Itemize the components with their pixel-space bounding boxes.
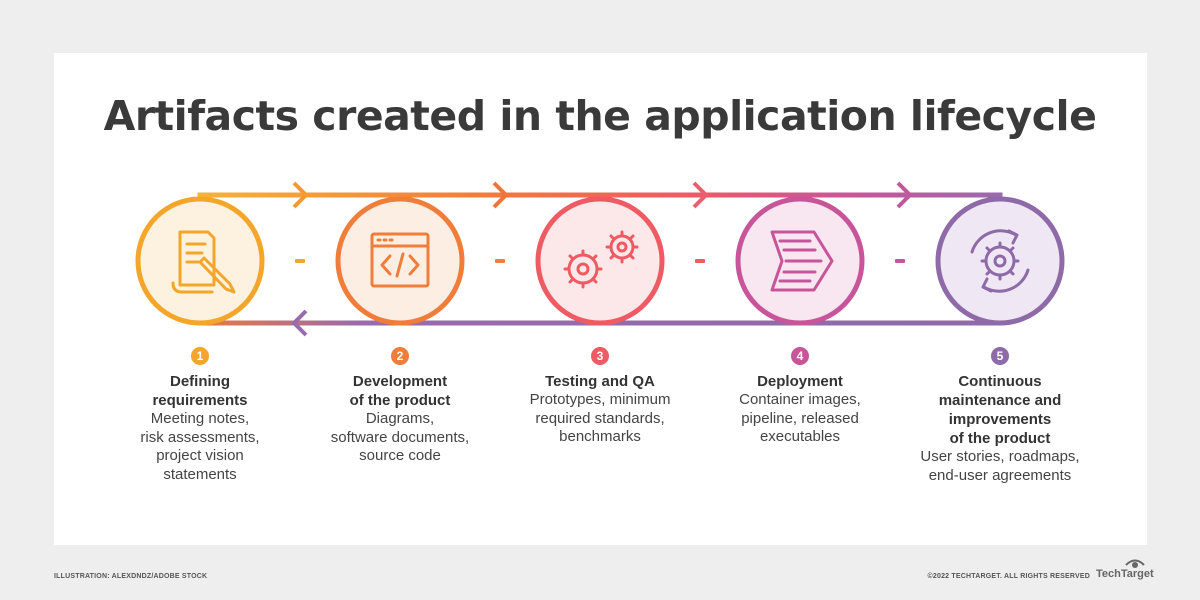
forward-chevron-icon <box>692 181 709 209</box>
connector-dash <box>295 259 305 263</box>
step-circle-1 <box>135 196 265 326</box>
heading-line: Defining <box>170 373 230 390</box>
desc-line: required standards, <box>535 409 665 427</box>
step-heading: Continuous maintenance and improvements … <box>900 372 1100 448</box>
desc-line: software documents, <box>330 428 470 446</box>
desc-line: Container images, <box>739 391 861 408</box>
connector-dash <box>495 259 505 263</box>
step-3: 3 Testing and QA Prototypes, minimum req… <box>500 347 700 447</box>
heading-line: requirements <box>152 392 248 409</box>
desc-line: Prototypes, minimum <box>529 391 671 408</box>
desc-line: risk assessments, <box>140 428 260 446</box>
desc-line: project vision <box>156 447 244 464</box>
step-number-badge: 4 <box>791 347 809 365</box>
step-description: User stories, roadmaps, end-user agreeme… <box>900 448 1100 485</box>
heading-line: of the product <box>349 392 451 409</box>
step-4: 4 Deployment Container images, pipeline,… <box>700 347 900 447</box>
step-description: Meeting notes, risk assessments, project… <box>100 410 300 484</box>
step-heading: Testing and QA <box>500 372 700 391</box>
connector-dash <box>895 259 905 263</box>
step-circle-3 <box>535 196 665 326</box>
copyright-notice: ©2022 TECHTARGET. ALL RIGHTS RESERVED <box>927 573 1090 580</box>
step-number-badge: 1 <box>191 347 209 365</box>
illustration-credit: ILLUSTRATION: ALEXDNDZ/ADOBE STOCK <box>54 573 208 580</box>
step-2: 2 Development of the product Diagrams, s… <box>300 347 500 466</box>
step-heading: Deployment <box>700 372 900 391</box>
step-number-badge: 5 <box>991 347 1009 365</box>
gears-icon <box>563 230 639 289</box>
desc-line: Meeting notes, <box>150 410 250 427</box>
brand-logo: TechTarget <box>1096 568 1154 580</box>
heading-line: improvements <box>948 411 1052 428</box>
desc-line: statements <box>163 465 237 483</box>
return-chevron-icon <box>291 309 308 337</box>
heading-line: Deployment <box>757 373 843 390</box>
deploy-arrow-icon <box>770 230 834 292</box>
forward-chevron-icon <box>896 181 913 209</box>
step-circle-5 <box>935 196 1065 326</box>
desc-line: source code <box>359 447 441 464</box>
page-title: Artifacts created in the application lif… <box>103 92 1097 140</box>
forward-chevron-icon <box>292 181 309 209</box>
forward-chevron-icon <box>492 181 509 209</box>
step-circle-4 <box>735 196 865 326</box>
heading-line: Development <box>352 373 448 390</box>
heading-line: maintenance and <box>938 392 1062 409</box>
eye-logo-icon <box>1125 559 1145 568</box>
heading-line: Continuous <box>958 373 1042 390</box>
step-1: 1 Defining requirements Meeting notes, r… <box>100 347 300 484</box>
desc-line: User stories, roadmaps, <box>920 448 1080 465</box>
heading-line: Testing and QA <box>545 373 655 390</box>
heading-line: of the product <box>949 430 1051 447</box>
step-5: 5 Continuous maintenance and improvement… <box>900 347 1100 485</box>
step-number-badge: 2 <box>391 347 409 365</box>
desc-line: end-user agreements <box>928 466 1072 484</box>
document-pencil-icon <box>171 230 236 294</box>
connector-dash <box>695 259 705 263</box>
step-number-badge: 3 <box>591 347 609 365</box>
step-description: Container images, pipeline, released exe… <box>700 391 900 447</box>
step-description: Prototypes, minimum required standards, … <box>500 391 700 447</box>
desc-line: Diagrams, <box>365 410 435 427</box>
step-heading: Defining requirements <box>100 372 300 410</box>
gear-cycle-icon <box>970 229 1030 293</box>
step-circle-2 <box>335 196 465 326</box>
desc-line: executables <box>759 428 841 445</box>
step-heading: Development of the product <box>300 372 500 410</box>
step-description: Diagrams, software documents, source cod… <box>300 410 500 466</box>
desc-line: benchmarks <box>559 428 641 445</box>
desc-line: pipeline, released <box>741 409 859 427</box>
code-window-icon <box>370 232 430 288</box>
